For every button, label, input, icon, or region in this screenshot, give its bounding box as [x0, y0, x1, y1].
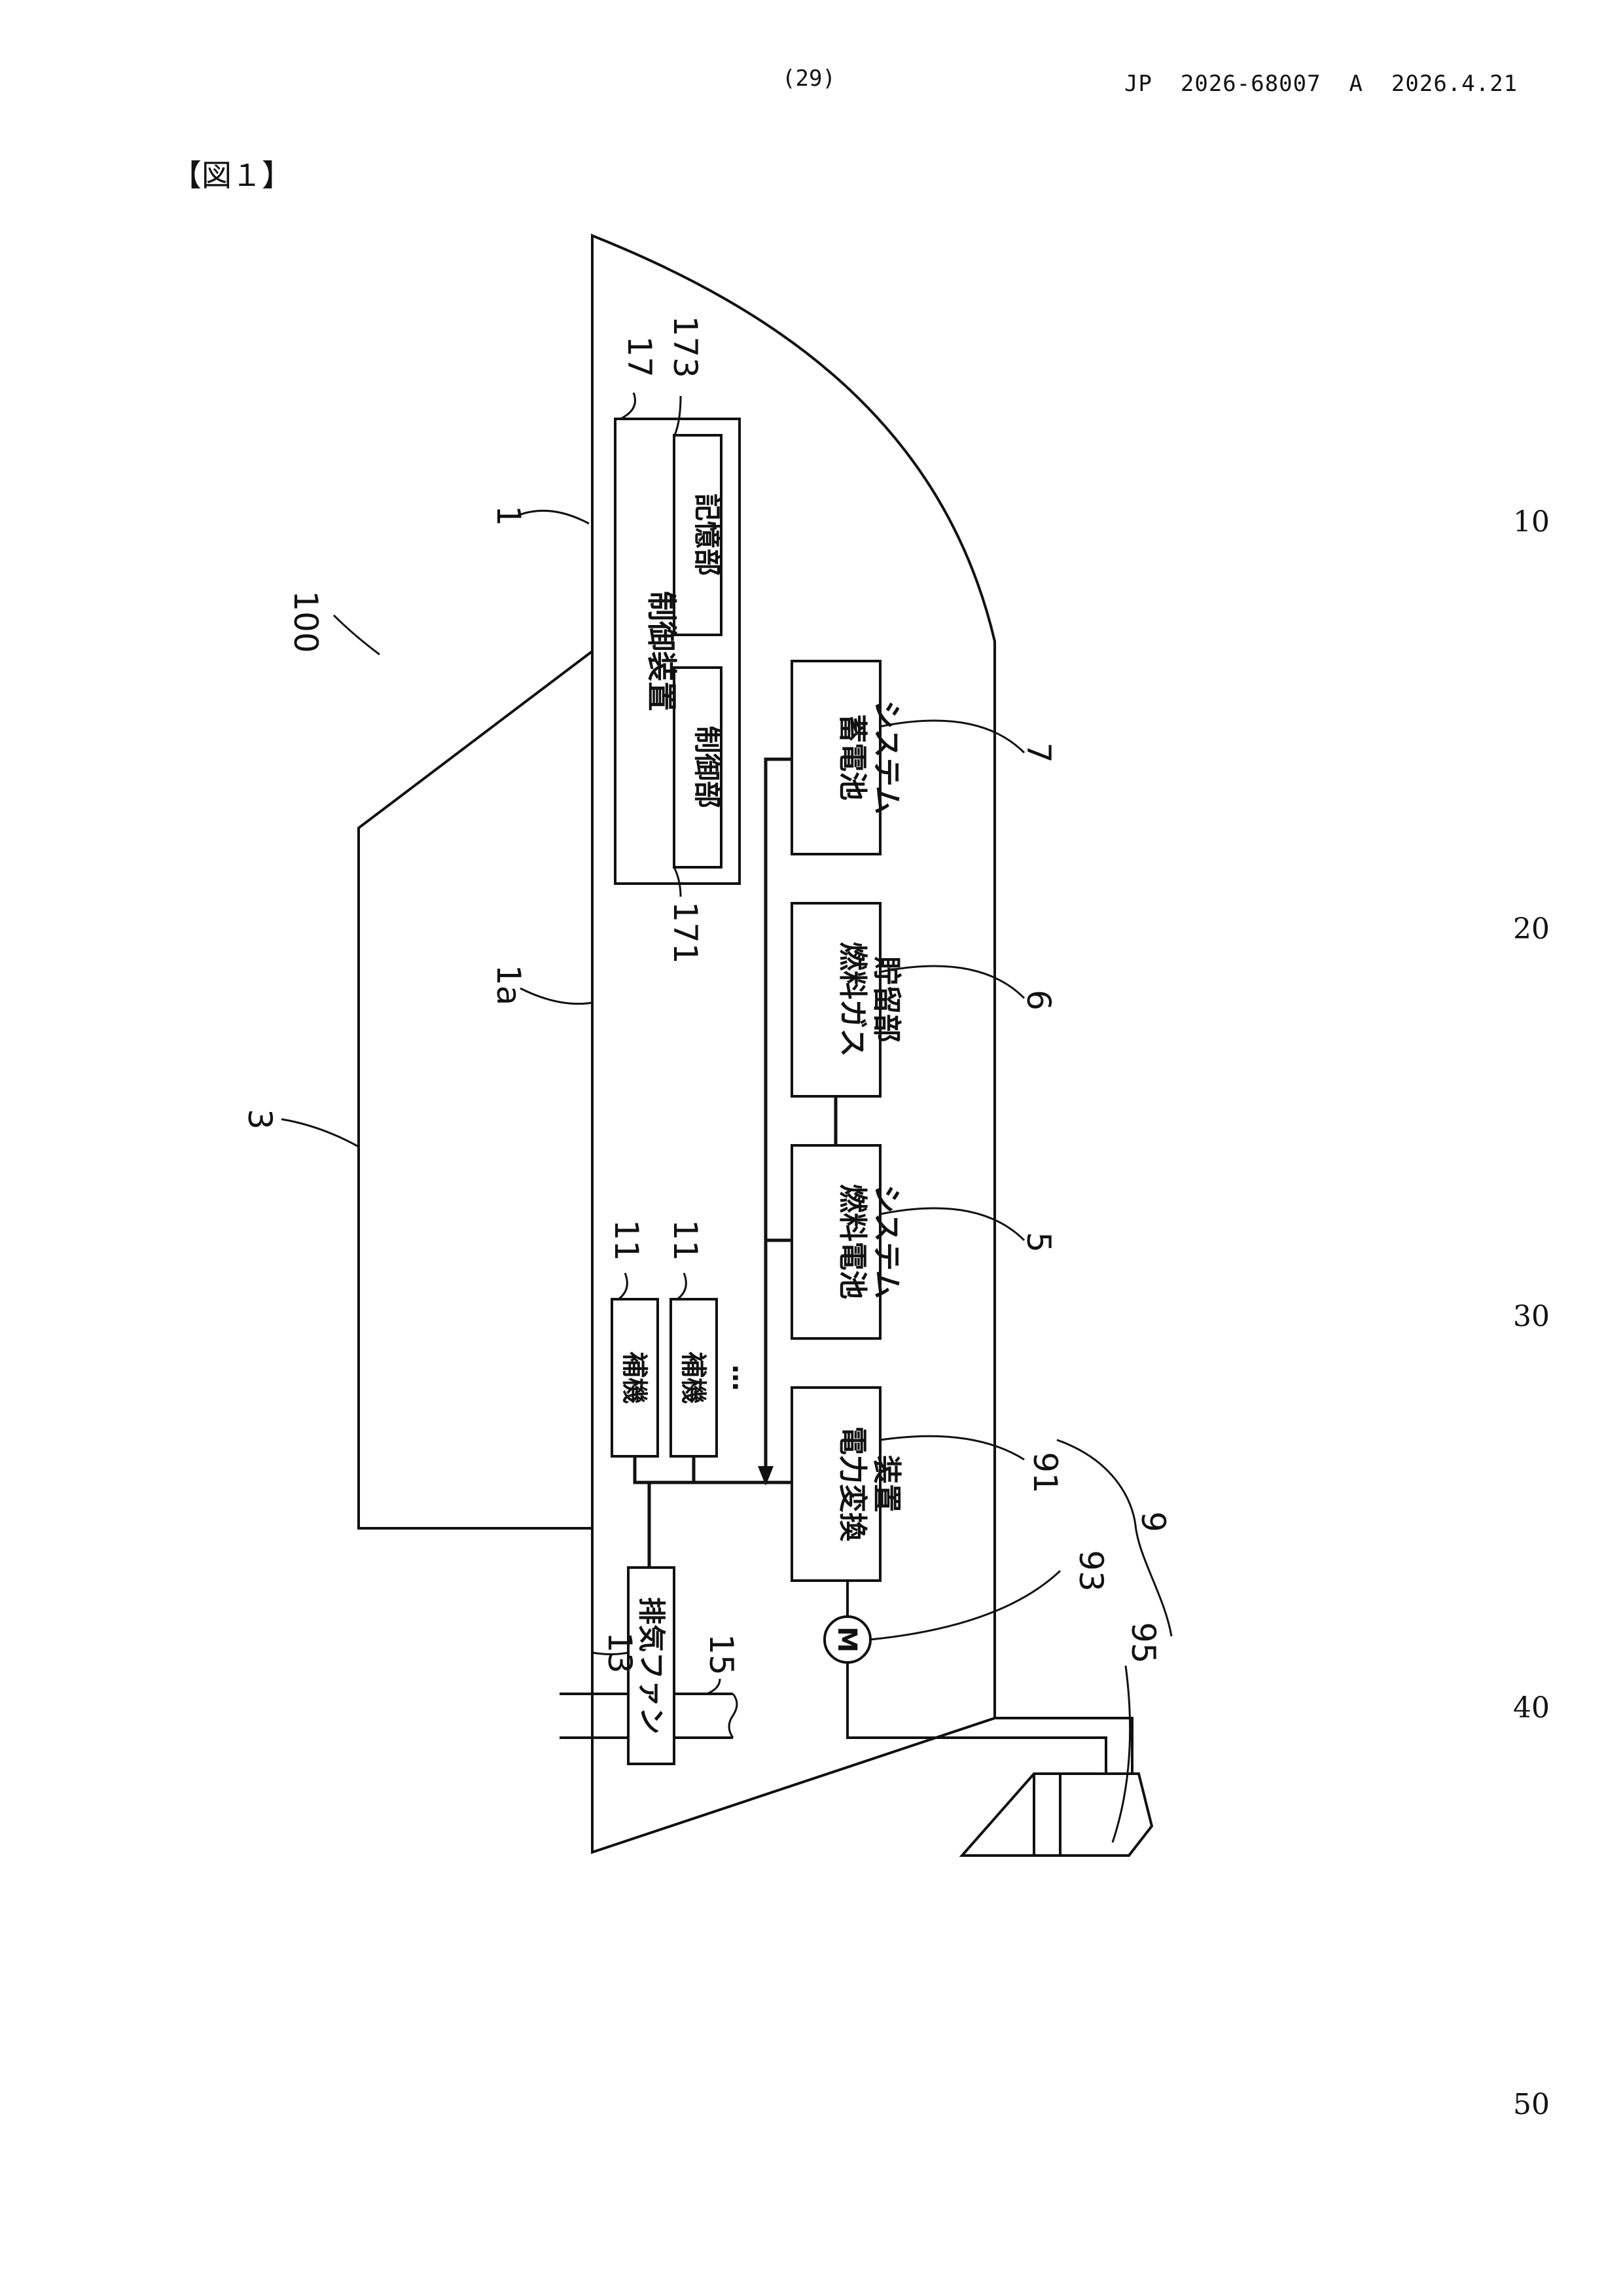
exhaust-fan-label: 排気ファン: [635, 1597, 668, 1734]
ellipsis-icon: …: [726, 1365, 757, 1391]
power-conversion-label-2: 装置: [870, 1455, 903, 1513]
ref-9: 9: [1134, 1511, 1172, 1532]
ref-1a: 1a: [490, 965, 527, 1005]
ref-11-second: 11: [666, 1219, 704, 1261]
ref-3-leader: [281, 1119, 359, 1147]
control-unit-label: 制御部: [691, 726, 723, 808]
auxiliary-machine-label-1: 補機: [619, 1352, 649, 1404]
ref-95: 95: [1124, 1622, 1162, 1664]
ref-93: 93: [1072, 1550, 1110, 1592]
motor-label: M: [832, 1626, 862, 1653]
ref-1a-leader: [520, 988, 592, 1004]
ref-11-second-leader: [677, 1273, 686, 1299]
ref-7: 7: [1020, 742, 1058, 763]
battery-system-label-1: 蓄電池: [836, 714, 869, 800]
ref-1: 1: [490, 505, 527, 526]
ref-17: 17: [620, 336, 658, 378]
auxiliary-machine-label-2: 補機: [678, 1352, 708, 1404]
shaft-housing: [995, 1718, 1132, 1774]
ref-17-leader: [620, 393, 635, 419]
ref-15-leader: [707, 1679, 720, 1694]
ref-100-leader: [334, 615, 380, 655]
ref-93-leader: [870, 1571, 1060, 1640]
ref-100: 100: [287, 590, 325, 653]
ref-171: 171: [666, 901, 704, 963]
control-device-label: 制御装置: [644, 591, 679, 711]
ref-5: 5: [1020, 1232, 1058, 1253]
ref-6: 6: [1020, 990, 1058, 1011]
power-conversion-label-1: 電力変換: [836, 1426, 869, 1542]
ref-11-first-leader: [618, 1273, 627, 1299]
battery-system-label-2: システム: [870, 700, 903, 815]
ref-15: 15: [702, 1634, 740, 1676]
propeller-outline: [962, 1774, 1152, 1856]
ref-173: 173: [666, 315, 704, 378]
superstructure-outline: [359, 651, 592, 1528]
fuel-cell-system-label-1: 燃料電池: [836, 1184, 869, 1299]
ref-9-bracket: [1057, 1440, 1171, 1636]
duct-break-mark: [729, 1694, 737, 1738]
ref-3: 3: [241, 1109, 279, 1130]
battery-power-line: [766, 759, 792, 1482]
ref-13: 13: [601, 1632, 639, 1674]
storage-unit-label: 記憶部: [691, 493, 723, 576]
fuel-cell-system-label-2: システム: [870, 1185, 903, 1299]
ref-91: 91: [1026, 1452, 1064, 1494]
ref-95-leader: [1113, 1666, 1130, 1842]
fuel-gas-storage-label-1: 燃料ガス: [836, 942, 869, 1057]
ref-11-first: 11: [607, 1219, 645, 1261]
